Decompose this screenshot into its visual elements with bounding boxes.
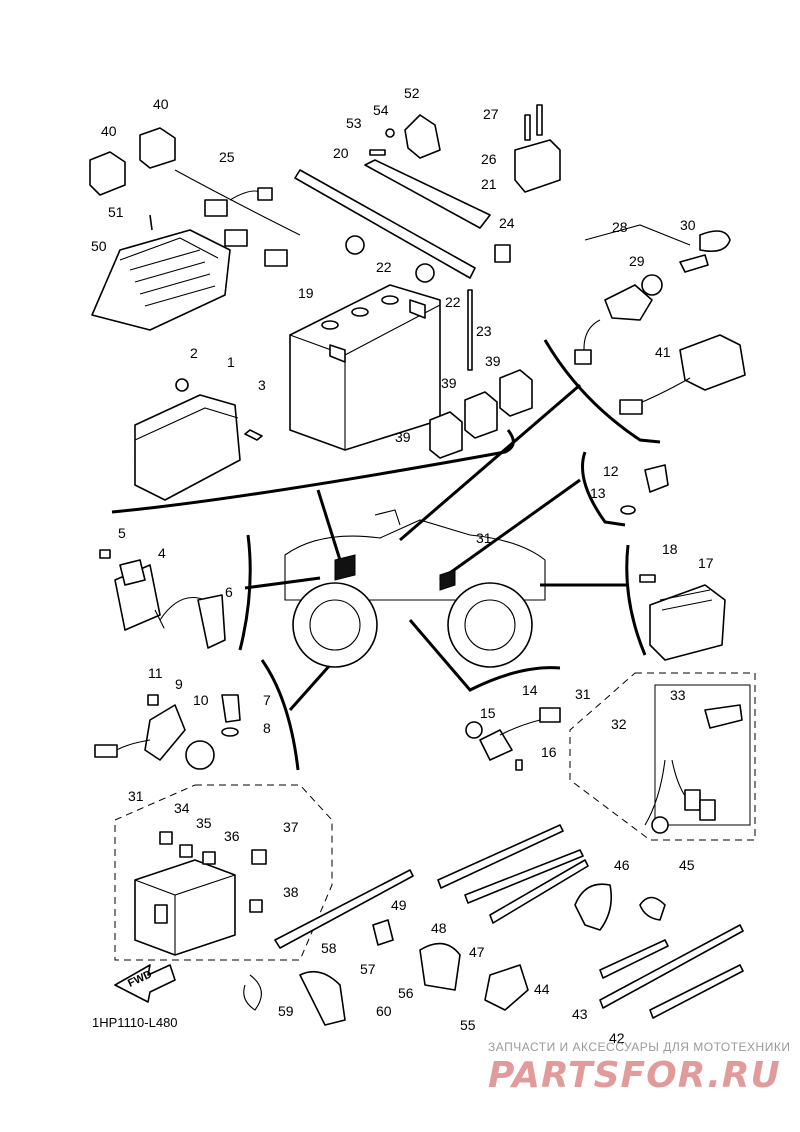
callout-40a: 40 — [153, 96, 169, 112]
callout-1: 1 — [227, 354, 235, 370]
watermark: ЗАПЧАСТИ И АКСЕССУАРЫ ДЛЯ МОТОТЕХНИКИ PA… — [488, 1040, 790, 1096]
battery — [289, 284, 441, 451]
ecu — [134, 378, 263, 501]
relays-40 — [89, 127, 176, 196]
callout-12: 12 — [603, 463, 619, 479]
callout-55: 55 — [460, 1017, 476, 1033]
callout-49: 49 — [391, 897, 407, 913]
callout-52: 52 — [404, 85, 420, 101]
pickup-coil — [94, 694, 215, 770]
callout-51: 51 — [108, 204, 124, 220]
catalog-code: 1HP1110-L480 — [92, 1015, 178, 1030]
callout-22b: 22 — [445, 294, 461, 310]
starter-relay — [514, 104, 561, 193]
cdi-unit — [91, 214, 231, 331]
callout-25: 25 — [219, 149, 235, 165]
battery-band — [294, 159, 511, 371]
callout-16: 16 — [541, 744, 557, 760]
relays-39 — [429, 369, 533, 459]
callout-33: 33 — [670, 687, 686, 703]
callout-17: 17 — [698, 555, 714, 571]
callout-31a: 31 — [476, 530, 492, 546]
callout-35: 35 — [196, 815, 212, 831]
sensor-7 — [221, 694, 241, 737]
callout-34: 34 — [174, 800, 190, 816]
callout-53: 53 — [346, 115, 362, 131]
callout-20: 20 — [333, 145, 349, 161]
callout-48: 48 — [431, 920, 447, 936]
callout-21: 21 — [481, 176, 497, 192]
callout-43: 43 — [572, 1006, 588, 1022]
callout-57: 57 — [360, 961, 376, 977]
callout-38: 38 — [283, 884, 299, 900]
main-switch — [574, 224, 731, 365]
watermark-tagline: ЗАПЧАСТИ И АКСЕССУАРЫ ДЛЯ МОТОТЕХНИКИ — [488, 1040, 790, 1054]
callout-56: 56 — [398, 985, 414, 1001]
callout-31c: 31 — [128, 788, 144, 804]
callout-2: 2 — [190, 345, 198, 361]
callout-47: 47 — [469, 944, 485, 960]
fwd-arrow — [114, 964, 176, 1003]
callout-28: 28 — [612, 219, 628, 235]
callout-42: 42 — [609, 1030, 625, 1046]
fuse-box — [134, 831, 267, 956]
callout-15: 15 — [480, 705, 496, 721]
callout-19: 19 — [298, 285, 314, 301]
callout-58: 58 — [321, 940, 337, 956]
callout-37: 37 — [283, 819, 299, 835]
callout-31b: 31 — [575, 686, 591, 702]
cable-ties — [274, 824, 744, 1019]
watermark-brand: PARTSFOR.RU — [488, 1055, 781, 1096]
atv-silhouette — [284, 509, 546, 668]
callout-41: 41 — [655, 344, 671, 360]
clamps — [243, 883, 666, 1026]
sensor-12 — [620, 464, 669, 515]
callout-24: 24 — [499, 215, 515, 231]
harness-32 — [644, 704, 743, 834]
rectifier-regulator — [639, 574, 726, 661]
callout-44: 44 — [534, 981, 550, 997]
callout-6: 6 — [225, 584, 233, 600]
callout-29: 29 — [629, 253, 645, 269]
sensor-14 — [465, 707, 561, 771]
callout-10: 10 — [193, 692, 209, 708]
callout-3: 3 — [258, 377, 266, 393]
callout-39b: 39 — [441, 375, 457, 391]
callout-39a: 39 — [485, 353, 501, 369]
callout-40b: 40 — [101, 123, 117, 139]
callout-7: 7 — [263, 692, 271, 708]
callout-46: 46 — [614, 857, 630, 873]
callout-32: 32 — [611, 716, 627, 732]
dc-socket — [619, 334, 746, 415]
callout-54: 54 — [373, 102, 389, 118]
callout-labels: 1 2 3 4 5 6 7 8 9 10 11 12 13 14 15 16 1… — [91, 85, 714, 1046]
callout-9: 9 — [175, 676, 183, 692]
callout-36: 36 — [224, 828, 240, 844]
callout-50: 50 — [91, 238, 107, 254]
sub-harness — [174, 169, 301, 267]
callout-59: 59 — [278, 1003, 294, 1019]
callout-14: 14 — [522, 682, 538, 698]
ignition-coil — [99, 549, 226, 649]
callout-8: 8 — [263, 720, 271, 736]
callout-11: 11 — [148, 665, 163, 681]
callout-45: 45 — [679, 857, 695, 873]
sensor-52 — [369, 114, 441, 159]
callout-4: 4 — [158, 545, 166, 561]
callout-13: 13 — [590, 485, 606, 501]
callout-30: 30 — [680, 217, 696, 233]
callout-5: 5 — [118, 525, 126, 541]
callout-26: 26 — [481, 151, 497, 167]
callout-18: 18 — [662, 541, 678, 557]
callout-23: 23 — [476, 323, 492, 339]
callout-22a: 22 — [376, 259, 392, 275]
callout-39c: 39 — [395, 429, 411, 445]
callout-60: 60 — [376, 1003, 392, 1019]
callout-27: 27 — [483, 106, 499, 122]
